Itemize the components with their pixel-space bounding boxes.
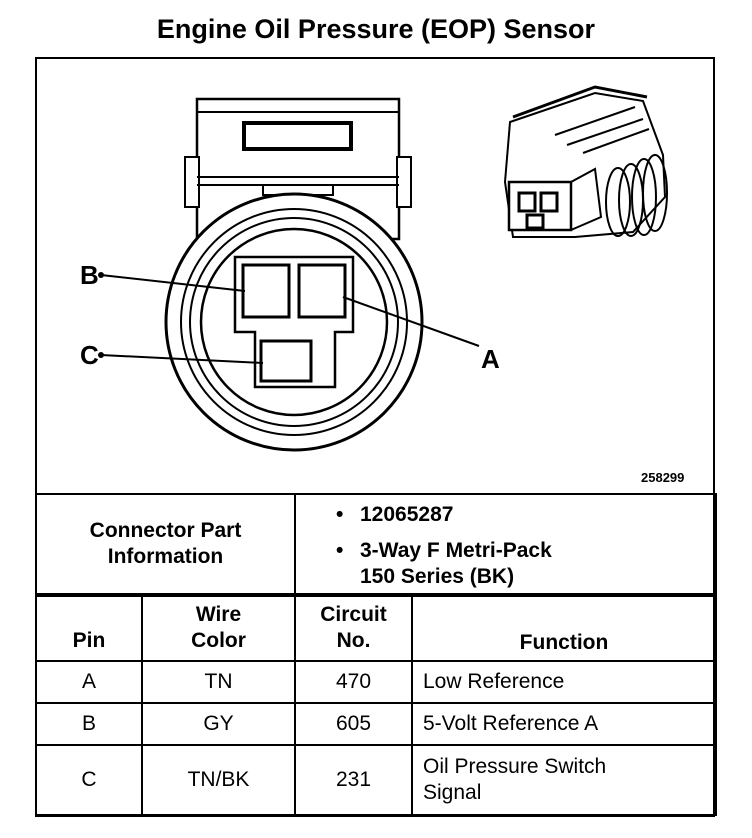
cell-circuit: 605 xyxy=(294,702,413,746)
table-row: C TN/BK 231 Oil Pressure Switch Signal xyxy=(35,744,717,816)
cell-pin: B xyxy=(35,702,143,746)
page-title: Engine Oil Pressure (EOP) Sensor xyxy=(156,14,596,44)
leader-lines xyxy=(100,274,480,364)
connector-part-label: Connector Part Information xyxy=(35,493,296,595)
cell-wire: GY xyxy=(141,702,296,746)
connector-description: 3-Way F Metri-Pack 150 Series (BK) xyxy=(336,538,714,590)
cell-function: 5-Volt Reference A xyxy=(411,702,717,746)
leader-dot-c xyxy=(98,352,104,358)
part-number: 12065287 xyxy=(336,502,714,528)
connector-3d-illustration xyxy=(503,85,668,238)
connector-face xyxy=(164,97,424,452)
cell-function: Oil Pressure Switch Signal xyxy=(411,744,717,816)
cell-pin: C xyxy=(35,744,143,816)
pin-label-c: C xyxy=(80,340,99,370)
cell-function: Low Reference xyxy=(411,660,717,704)
pin-label-b: B xyxy=(80,260,99,290)
leader-dot-b xyxy=(98,272,104,278)
pin-table-header: Pin Wire Color Circuit No. Function xyxy=(35,595,717,662)
table-row: B GY 605 5-Volt Reference A xyxy=(35,702,717,746)
figure-id: 258299 xyxy=(641,470,685,485)
connector-info-table: Connector Part Information 12065287 3-Wa… xyxy=(35,493,717,595)
pin-label-a: A xyxy=(481,344,500,374)
cell-circuit: 231 xyxy=(294,744,413,816)
header-circuit-no: Circuit No. xyxy=(294,595,413,662)
header-wire-color: Wire Color xyxy=(141,595,296,662)
pin-table: Pin Wire Color Circuit No. Function A TN… xyxy=(35,595,717,816)
header-pin: Pin xyxy=(35,595,143,662)
cell-wire: TN xyxy=(141,660,296,704)
connector-diagram xyxy=(98,85,668,452)
cell-circuit: 470 xyxy=(294,660,413,704)
header-function: Function xyxy=(411,595,717,662)
diagram-frame xyxy=(35,57,715,817)
cell-pin: A xyxy=(35,660,143,704)
cell-wire: TN/BK xyxy=(141,744,296,816)
table-row: A TN 470 Low Reference xyxy=(35,660,717,704)
connector-part-details: 12065287 3-Way F Metri-Pack 150 Series (… xyxy=(294,493,717,595)
